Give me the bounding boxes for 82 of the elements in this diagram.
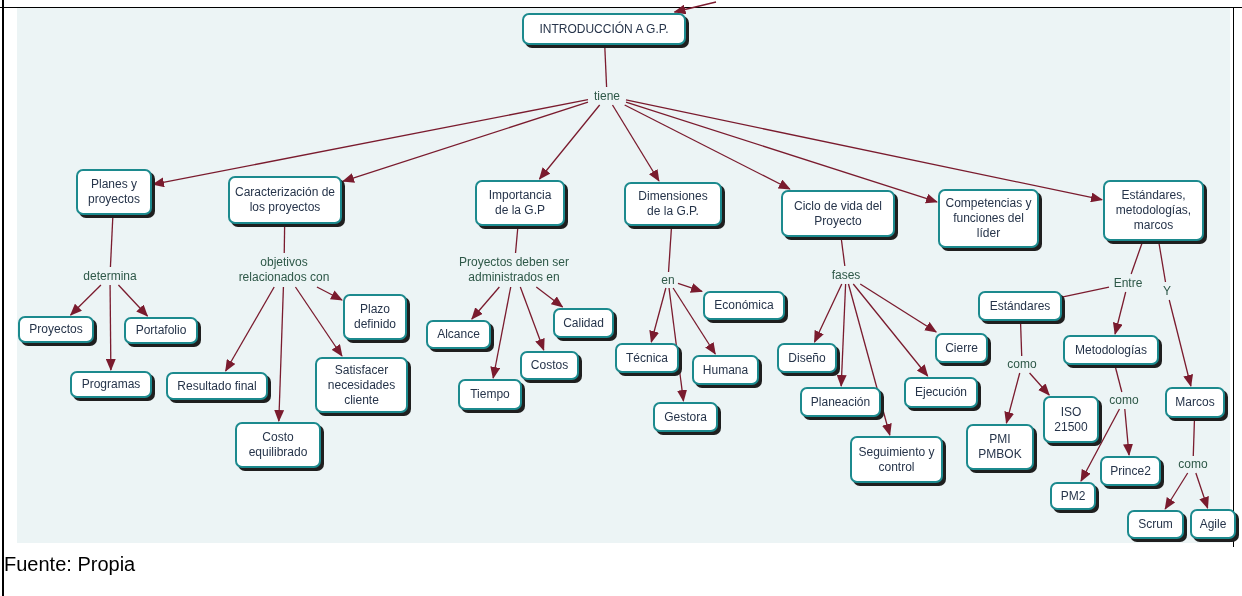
concept-box: Portafolio <box>124 317 198 344</box>
concept-box: Costo equilibrado <box>235 422 321 468</box>
linking-phrase: como <box>1106 393 1142 408</box>
linking-phrase: objetivos relacionados con <box>228 254 340 286</box>
arrow <box>105 284 116 371</box>
concept-box: Plazo definido <box>343 294 407 340</box>
arrow <box>471 286 500 320</box>
arrow <box>611 104 660 182</box>
concept-box: Satisfacer necesidades cliente <box>315 357 408 413</box>
arrow <box>836 283 847 387</box>
concept-box: Resultado final <box>166 372 268 400</box>
concept-box: INTRODUCCIÓN A G.P. <box>522 13 686 45</box>
concept-box: Planeación <box>800 387 881 417</box>
arrow <box>1164 472 1189 510</box>
arrow <box>625 101 938 204</box>
concept-box: Proyectos <box>18 316 94 343</box>
linking-phrase: tiene <box>589 88 625 104</box>
arrow <box>813 283 843 343</box>
concept-box: Marcos <box>1165 387 1225 418</box>
linking-phrase: fases <box>828 267 864 283</box>
arrow <box>625 99 1103 203</box>
concept-box: Alcance <box>426 320 491 349</box>
concept-box: Calidad <box>553 308 614 338</box>
arrow <box>69 284 102 316</box>
concept-box: Prince2 <box>1100 456 1161 486</box>
arrow <box>1168 299 1194 387</box>
arrow <box>342 101 589 183</box>
arrow <box>535 286 564 308</box>
concept-box: Costos <box>520 351 579 380</box>
arrow <box>117 284 149 317</box>
concept-box: Dimensiones de la G.P. <box>624 182 722 226</box>
arrow <box>1112 291 1127 335</box>
concept-box: Diseño <box>777 343 837 373</box>
arrow <box>152 99 589 188</box>
arrow <box>1080 408 1121 482</box>
linking-phrase: Proyectos deben ser administrados en <box>452 254 576 286</box>
concept-box: Agile <box>1190 509 1236 539</box>
arrow <box>1123 408 1133 456</box>
arrow <box>1004 372 1021 424</box>
linking-phrase: determina <box>79 268 141 284</box>
concept-box: Ciclo de vida del Proyecto <box>781 190 895 237</box>
linking-phrase: en <box>659 273 677 287</box>
linking-phrase: Y <box>1161 283 1173 299</box>
arrow <box>852 283 929 377</box>
arrow <box>519 286 545 351</box>
arrow <box>624 104 791 190</box>
arrow <box>649 287 667 343</box>
arrow <box>1195 472 1209 509</box>
concept-box: Caracterización de los proyectos <box>228 176 342 224</box>
arrow <box>538 104 601 180</box>
concept-box: Programas <box>70 371 152 398</box>
concept-box: Seguimiento y control <box>850 436 943 483</box>
concept-box: Planes y proyectos <box>76 169 152 215</box>
concept-box: Estándares, metodologías, marcos <box>1103 180 1204 241</box>
arrow <box>490 286 512 379</box>
concept-box: PMI PMBOK <box>966 424 1034 470</box>
arrow <box>225 286 275 372</box>
arrow <box>859 283 938 333</box>
concept-box: Importancia de la G.P <box>475 180 565 226</box>
concept-box: Ejecución <box>904 377 978 408</box>
concept-box: PM2 <box>1050 482 1096 510</box>
arrow <box>673 1 717 15</box>
concept-box: ISO 21500 <box>1043 396 1099 443</box>
concept-box: Económica <box>703 291 785 320</box>
concept-box: Competencias y funciones del líder <box>938 189 1039 248</box>
concept-box: Cierre <box>935 333 988 363</box>
concept-box: Tiempo <box>458 379 522 410</box>
arrow <box>672 287 716 355</box>
arrow <box>1028 372 1050 396</box>
linking-phrase: Entre <box>1110 275 1146 291</box>
arrow <box>316 286 343 301</box>
linking-phrase: como <box>1175 457 1211 472</box>
concept-box: Gestora <box>653 402 718 432</box>
concept-box: Metodologías <box>1063 335 1159 365</box>
concept-box: Scrum <box>1127 510 1184 539</box>
arrow <box>677 282 703 293</box>
concept-box: Técnica <box>615 343 679 373</box>
linking-phrase: como <box>1004 357 1040 372</box>
concept-box: Humana <box>692 355 759 385</box>
arrow <box>294 286 343 357</box>
concept-box: Estándares <box>978 291 1062 321</box>
caption: Fuente: Propia <box>4 552 136 576</box>
